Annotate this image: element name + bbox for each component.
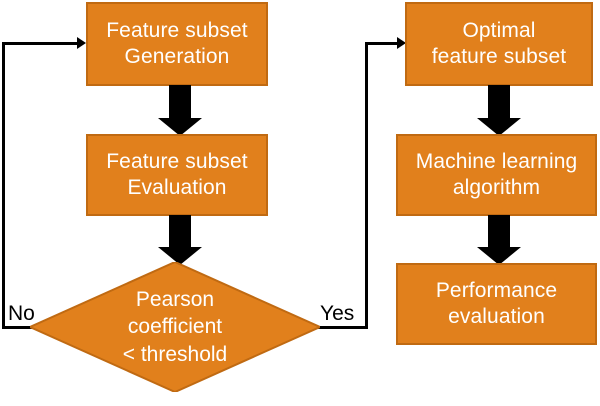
node-feature-subset-evaluation[interactable]: Feature subset Evaluation bbox=[86, 134, 268, 216]
edge-label-yes: Yes bbox=[320, 302, 355, 325]
no-loop-arrowhead-icon bbox=[77, 37, 86, 49]
node-line-2: Generation bbox=[124, 45, 230, 68]
arrow-optimal-subset-to-ml-algorithm bbox=[477, 85, 521, 136]
edge-label-no: No bbox=[8, 302, 35, 325]
yes-path-top-connector bbox=[365, 42, 403, 45]
node-line-1: Feature subset bbox=[106, 18, 248, 42]
yes-path-vertical-connector bbox=[365, 42, 368, 329]
no-loop-top-connector bbox=[2, 42, 80, 45]
node-line-2: feature subset bbox=[431, 45, 567, 68]
node-feature-subset-generation[interactable]: Feature subset Generation bbox=[86, 2, 268, 86]
node-line-1: Feature subset bbox=[106, 149, 248, 173]
no-loop-vertical-connector bbox=[2, 42, 5, 329]
node-line-1: Machine learning bbox=[415, 149, 578, 173]
node-line-1: Optimal bbox=[462, 18, 536, 42]
node-line-2: Evaluation bbox=[127, 176, 227, 199]
arrow-ml-algorithm-to-performance-evaluation bbox=[477, 215, 521, 265]
arrow-generation-to-evaluation bbox=[158, 85, 202, 136]
arrow-evaluation-to-decision bbox=[158, 215, 202, 265]
yes-path-bottom-connector bbox=[316, 326, 368, 329]
node-performance-evaluation[interactable]: Performance evaluation bbox=[396, 263, 597, 345]
node-machine-learning-algorithm[interactable]: Machine learning algorithm bbox=[396, 134, 597, 216]
no-loop-bottom-connector bbox=[2, 326, 34, 329]
node-line-2: algorithm bbox=[452, 176, 541, 199]
node-line-1: Performance bbox=[435, 278, 558, 302]
node-pearson-coefficient-decision[interactable]: Pearson coefficient < threshold bbox=[30, 262, 320, 392]
node-line-2: evaluation bbox=[448, 305, 545, 328]
yes-path-arrowhead-icon bbox=[397, 37, 406, 49]
node-optimal-feature-subset[interactable]: Optimal feature subset bbox=[405, 2, 593, 86]
